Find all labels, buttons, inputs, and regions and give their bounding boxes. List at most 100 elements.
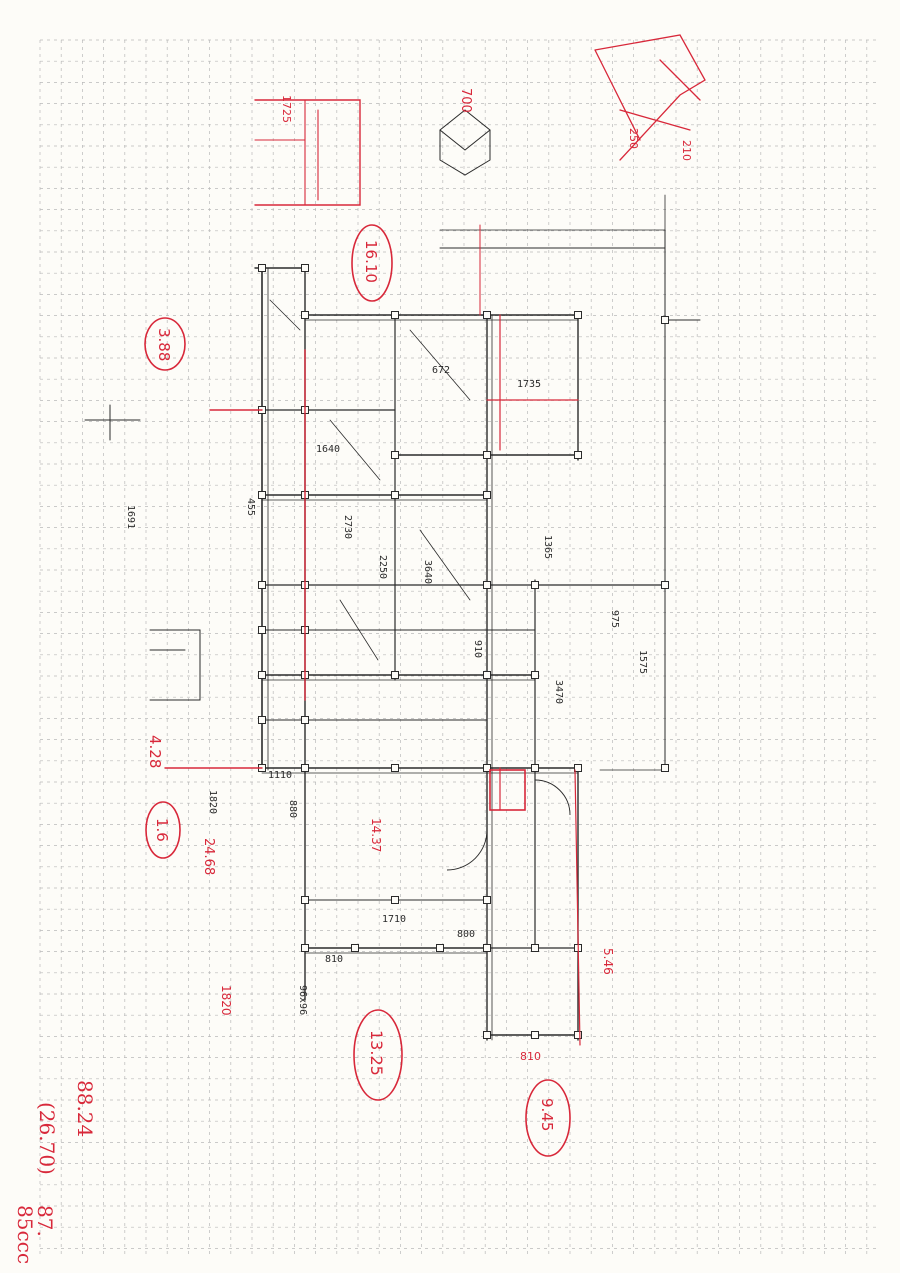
detail-left-sketch (84, 404, 141, 441)
footer-mark: 87. (33, 1205, 57, 1237)
circled-note-text: 1.6 (153, 818, 171, 842)
dim-label: 880 (287, 800, 298, 818)
ink-dimension-labels: 1820 2730 3640 910 1365 455 96x96 1110 8… (125, 365, 648, 1015)
red-dim-label: 810 (520, 1050, 541, 1063)
column-post (531, 944, 539, 952)
brace-line (339, 599, 379, 661)
detail-cube-sketch (439, 109, 491, 176)
column-post (391, 896, 399, 904)
column-post (483, 311, 491, 319)
circled-note-text: 13.25 (367, 1030, 386, 1076)
column-post (301, 896, 309, 904)
dim-label: 1575 (637, 650, 648, 674)
dim-label: 1820 (207, 790, 218, 814)
door-swing-arc (446, 829, 488, 871)
circled-note: 3.88 (144, 317, 186, 371)
margin-notes: 88.24 (26.70) 87. 85ccc (13, 1080, 97, 1264)
footer-code: 85ccc (13, 1205, 37, 1264)
dim-label: 672 (432, 365, 450, 376)
door-swing-arc (534, 779, 571, 816)
column-post (483, 1031, 491, 1039)
circled-note-text: 9.45 (538, 1098, 556, 1131)
column-post (574, 1031, 582, 1039)
floor-plan-linework (164, 194, 701, 1046)
column-post (574, 311, 582, 319)
red-dim-label: 14.37 (369, 818, 383, 852)
dim-label: 455 (245, 498, 256, 516)
column-post (301, 264, 309, 272)
graph-paper-grid (39, 39, 880, 1255)
brace-line (419, 529, 471, 601)
detail-elevation-lines (254, 99, 319, 206)
column-post (391, 451, 399, 459)
column-post (258, 716, 266, 724)
red-dim-label: 700 (458, 88, 473, 113)
column-post (258, 491, 266, 499)
dim-label: 1691 (125, 505, 136, 529)
column-post (351, 944, 359, 952)
column-post (391, 311, 399, 319)
detail-sketches (84, 34, 706, 701)
red-dim-label: 24.68 (201, 838, 216, 875)
dim-label: 96x96 (297, 985, 308, 1015)
column-post (483, 451, 491, 459)
column-post (531, 1031, 539, 1039)
circled-note-text: 16.10 (362, 240, 380, 283)
circled-note: 1.6 (145, 801, 181, 859)
circled-note-text: 3.88 (155, 328, 173, 361)
red-markup-line (574, 769, 581, 1046)
column-post (531, 671, 539, 679)
column-post (483, 944, 491, 952)
red-markup-labels: 1725 700 250 210 1820 24.68 14.37 5.46 8… (201, 88, 693, 1063)
dim-label: 810 (325, 954, 343, 965)
circled-note: 16.10 (351, 224, 393, 302)
red-dim-label: 210 (680, 140, 693, 161)
dim-label: 910 (472, 640, 483, 658)
area-total-note: 88.24 (73, 1080, 97, 1137)
brace-line (329, 419, 381, 481)
column-post (301, 764, 309, 772)
area-sub-note: (26.70) (35, 1102, 59, 1175)
column-post (661, 581, 669, 589)
column-post (301, 944, 309, 952)
red-dim-label: 1820 (219, 985, 233, 1016)
red-dim-label: 5.46 (601, 948, 615, 975)
dim-label: 975 (609, 610, 620, 628)
dim-label: 2250 (377, 555, 388, 579)
column-post (258, 626, 266, 634)
dim-label: 2730 (342, 515, 353, 539)
column-post (531, 764, 539, 772)
red-markup-box (489, 769, 526, 811)
circled-note-text: 4.28 (146, 735, 164, 768)
column-post (531, 581, 539, 589)
column-post (483, 896, 491, 904)
dim-label: 1110 (268, 770, 292, 781)
column-post (661, 316, 669, 324)
circled-area-notes: 16.10 3.88 4.28 1.6 13.25 9.45 (144, 224, 571, 1157)
column-post (436, 944, 444, 952)
circled-note: 9.45 (525, 1079, 571, 1157)
column-post (258, 581, 266, 589)
dim-label: 3470 (553, 680, 564, 704)
dim-label: 1710 (382, 914, 406, 925)
detail-elevation-box (254, 99, 361, 206)
dim-label: 800 (457, 929, 475, 940)
column-post (301, 716, 309, 724)
column-post (391, 671, 399, 679)
brace-line (409, 329, 471, 401)
dim-label: 1365 (542, 535, 553, 559)
dim-label: 3640 (422, 560, 433, 584)
column-post (483, 671, 491, 679)
column-post (391, 491, 399, 499)
red-dim-label: 250 (627, 128, 640, 149)
circled-note: 4.28 (146, 735, 164, 768)
circled-note: 13.25 (353, 1009, 403, 1101)
column-post (483, 764, 491, 772)
detail-left-sketch (149, 629, 201, 701)
column-post (661, 764, 669, 772)
brace-line (269, 299, 301, 331)
column-post (574, 451, 582, 459)
column-post (483, 581, 491, 589)
